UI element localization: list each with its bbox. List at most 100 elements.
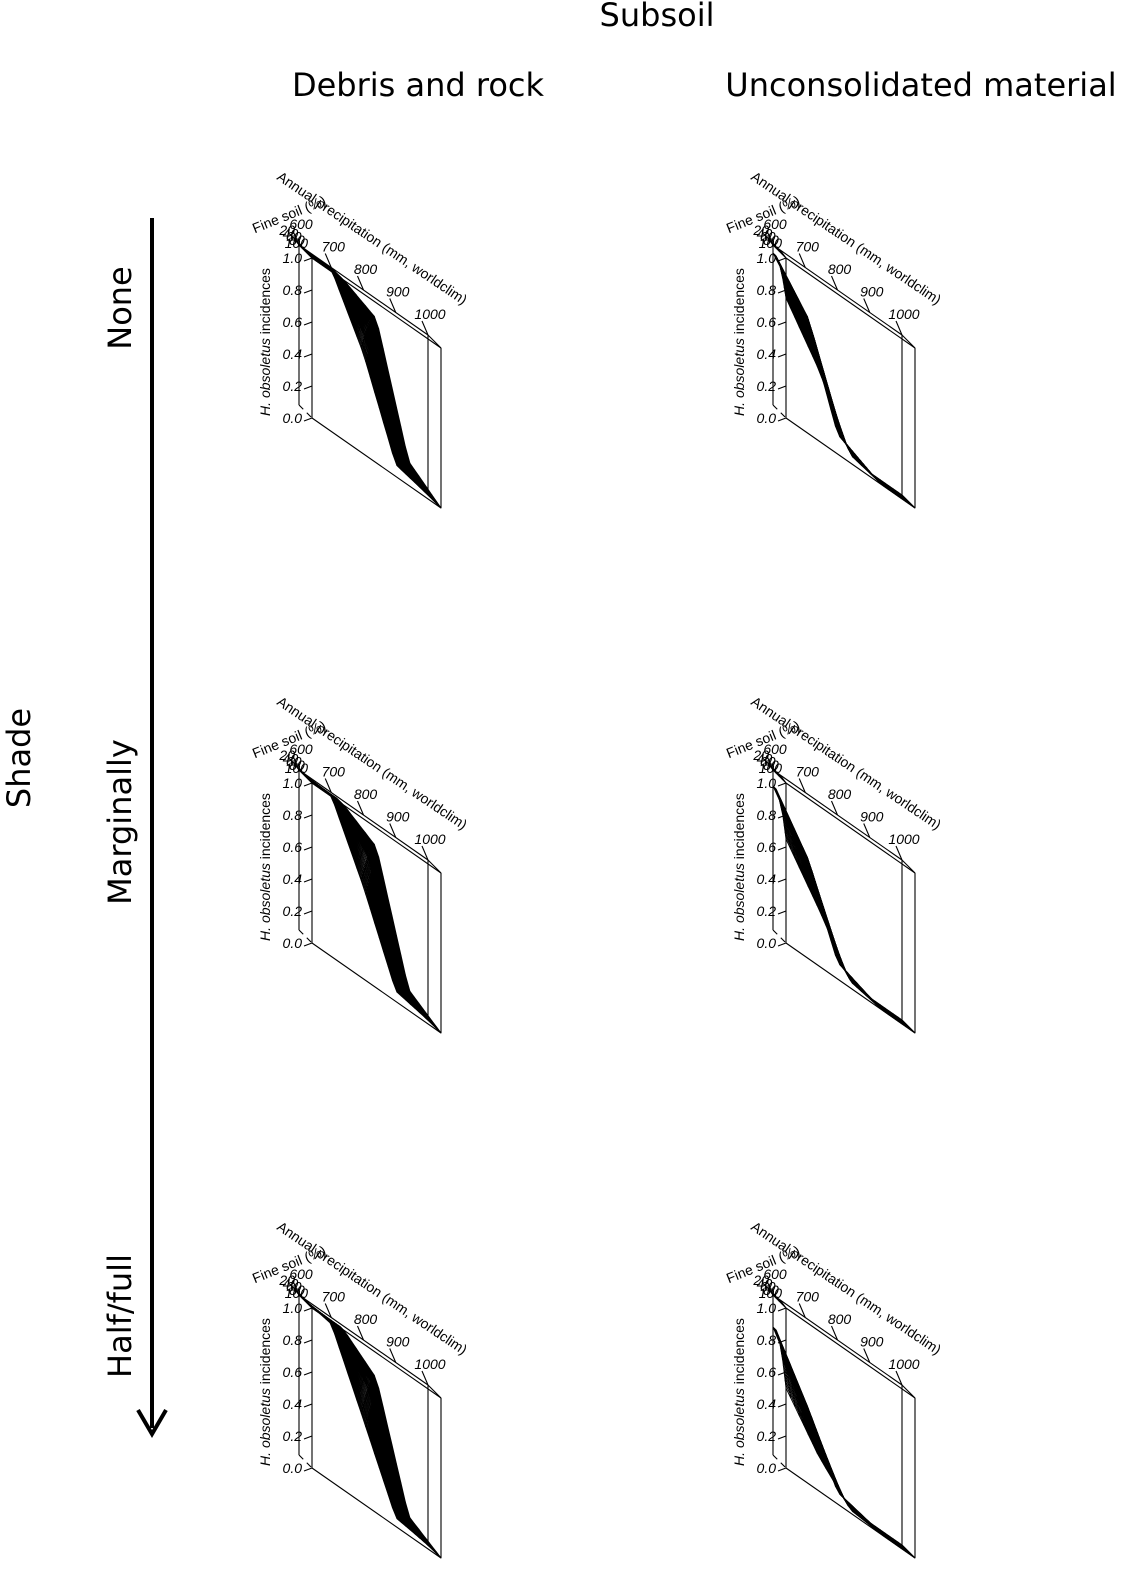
x-tick-label: 600: [289, 216, 313, 232]
z-tick-mark: [777, 942, 787, 947]
x-tick-label: 800: [354, 786, 378, 802]
z-tick-mark: [777, 353, 787, 358]
z-tick-label: 0.6: [283, 1364, 303, 1380]
z-tick-mark: [303, 1371, 313, 1376]
x-tick-mark: [324, 253, 332, 268]
box-edge: [427, 334, 442, 349]
z-tick-mark: [303, 782, 313, 787]
y-tick-mark: [292, 236, 300, 246]
y-tick-label: 100: [759, 760, 783, 776]
x-tick-label: 700: [322, 1289, 346, 1305]
z-tick-label: 1.0: [757, 775, 777, 791]
surface-panel-2: 0.00.20.40.60.81.0H. obsoletus incidence…: [724, 168, 944, 509]
box-edge: [427, 1019, 442, 1034]
y-tick-label: 100: [285, 1285, 309, 1301]
z-axis-label: H. obsoletus incidences: [257, 793, 273, 941]
surface-mesh: [298, 1294, 442, 1559]
x-tick-label: 1000: [888, 306, 919, 322]
hidden-edge: [298, 404, 313, 419]
z-tick-label: 1.0: [283, 1300, 303, 1316]
x-tick-mark: [421, 320, 429, 336]
z-tick-mark: [303, 878, 313, 883]
z-tick-label: 0.4: [757, 871, 777, 887]
z-tick-mark: [777, 385, 787, 390]
row-label-halffull: Half/full: [101, 1254, 139, 1378]
panels: 0.0 0.2 0.4 0.6 0.8 1.0 H. obsoletus incidence…: [250, 168, 944, 1559]
z-tick-label: 0.6: [283, 314, 303, 330]
x-tick-label: 900: [860, 284, 884, 300]
surface-panel-3: 0.00.20.40.60.81.0H. obsoletus incidence…: [250, 693, 470, 1034]
box-edge: [311, 257, 442, 349]
z-axis-label: H. obsoletus incidences: [257, 268, 273, 416]
x-tick-label: 800: [354, 261, 378, 277]
z-tick-label: 1.0: [283, 250, 303, 266]
surface-mesh: [298, 244, 442, 509]
y-tick-label: 80: [289, 232, 305, 248]
x-tick-label: 800: [354, 1311, 378, 1327]
x-tick-label: 900: [386, 284, 410, 300]
z-tick-mark: [303, 289, 313, 294]
x-tick-label: 800: [828, 786, 852, 802]
z-tick-mark: [777, 782, 787, 787]
z-tick-mark: [303, 1467, 313, 1472]
z-tick-mark: [303, 321, 313, 326]
z-tick-label: 0.6: [757, 314, 777, 330]
y-tick-label: 100: [285, 760, 309, 776]
surface-mesh: [772, 252, 916, 509]
x-tick-label: 900: [386, 809, 410, 825]
x-tick-label: 700: [322, 239, 346, 255]
z-tick-label: 0.2: [283, 378, 303, 394]
y-tick-label: 40: [283, 225, 299, 241]
box-edge: [427, 859, 442, 874]
figure-title: Subsoil: [600, 0, 715, 34]
row-factor-label: Shade: [0, 708, 38, 808]
y-tick-mark: [302, 246, 310, 256]
z-tick-label: 0.8: [757, 807, 777, 823]
z-tick-label: 0.8: [757, 282, 777, 298]
box-edge: [427, 1384, 442, 1399]
x-tick-label: 1000: [888, 831, 919, 847]
z-tick-label: 0.4: [283, 871, 303, 887]
z-tick-mark: [303, 1403, 313, 1408]
box-edge: [901, 334, 916, 349]
z-tick-label: 0.0: [283, 410, 303, 426]
z-tick-label: 0.8: [283, 807, 303, 823]
z-tick-mark: [777, 910, 787, 915]
y-tick-label: 20: [278, 222, 295, 238]
z-tick-label: 1.0: [757, 250, 777, 266]
y-tick-mark: [305, 249, 313, 259]
surface-panel-4: 0.00.20.40.60.81.0H. obsoletus incidence…: [724, 693, 944, 1034]
column-label-unconsolidated: Unconsolidated material: [725, 66, 1116, 104]
x-tick-label: 700: [796, 764, 820, 780]
z-tick-label: 0.6: [757, 839, 777, 855]
z-tick-label: 0.4: [283, 346, 303, 362]
z-tick-label: 0.8: [283, 282, 303, 298]
x-tick-label: 900: [860, 809, 884, 825]
z-tick-mark: [303, 814, 313, 819]
y-tick-mark: [299, 243, 306, 252]
z-tick-label: 0.2: [283, 1428, 303, 1444]
z-tick-label: 0.0: [757, 935, 777, 951]
surface-panel-5: 0.00.20.40.60.81.0H. obsoletus incidence…: [250, 1218, 470, 1559]
z-tick-mark: [777, 321, 787, 326]
column-label-debris: Debris and rock: [292, 66, 545, 104]
z-tick-mark: [303, 910, 313, 915]
box-edge: [785, 417, 916, 509]
y-tick-label: 60: [286, 229, 302, 245]
box-edge: [901, 859, 916, 874]
surface-panel-1: 0.0 0.2 0.4 0.6 0.8 1.0 H. obsoletus incidence…: [250, 168, 470, 509]
x-tick-label: 700: [322, 764, 346, 780]
box-edge: [427, 494, 442, 509]
z-tick-mark: [777, 417, 787, 422]
z-axis-label: H. obsoletus incidences: [257, 1318, 273, 1466]
z-tick-mark: [777, 846, 787, 851]
z-tick-label: 0.2: [283, 903, 303, 919]
z-tick-label: 0.0: [283, 1460, 303, 1476]
z-tick-label: 1.0: [283, 775, 303, 791]
box-edge: [785, 942, 916, 1034]
box-edge: [311, 1467, 442, 1559]
row-label-none: None: [101, 266, 139, 349]
z-tick-mark: [303, 417, 313, 422]
hidden-edge: [772, 404, 787, 419]
